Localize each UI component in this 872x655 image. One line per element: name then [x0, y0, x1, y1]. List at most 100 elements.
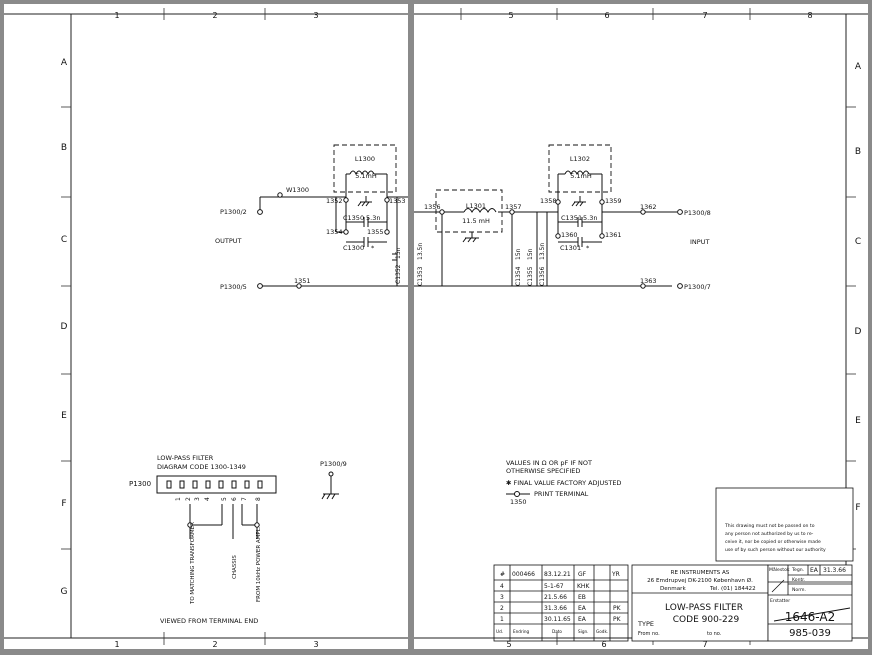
print-terminal: [640, 283, 646, 289]
wire-label: W1300: [286, 186, 309, 194]
capacitor-value: 5.3n: [583, 214, 597, 222]
right-drawing: 5 6 7 8 5 6 7 A B C D E F L1301 11.5 mH …: [414, 8, 868, 649]
connector-terminal: [257, 209, 263, 215]
row-label: G: [61, 587, 68, 597]
capacitor-ref: C1353: [417, 266, 424, 286]
print-terminal: [640, 209, 646, 215]
revision-initials: EB: [578, 594, 586, 601]
row-label: D: [855, 327, 862, 337]
print-terminal: [599, 233, 605, 239]
pin-number: 6: [231, 497, 238, 501]
column-label: 7: [702, 640, 707, 649]
revision-date: 83.12.21: [544, 571, 571, 578]
print-terminal: [384, 229, 390, 235]
column-label: 3: [313, 11, 318, 20]
type-code: CODE 900-229: [673, 615, 740, 625]
revision-initials: EA: [578, 605, 587, 612]
column-label: 5: [508, 11, 513, 20]
company-name: RE INSTRUMENTS AS: [671, 570, 730, 576]
star-mark: *: [371, 244, 375, 252]
node-label: 1351: [294, 277, 311, 285]
wiring: [259, 196, 408, 287]
wire-terminal: [277, 192, 283, 198]
column-label: 2: [212, 640, 217, 649]
drawing-title: LOW-PASS FILTER: [665, 603, 743, 613]
values-note: OTHERWISE SPECIFIED: [506, 467, 580, 475]
disclaimer-line: This drawing must not be passed on to: [724, 523, 815, 529]
ground-icon: [571, 196, 586, 207]
replaces-label: Erstatter: [770, 598, 790, 604]
view-note: VIEWED FROM TERMINAL END: [160, 617, 258, 625]
inductor-ref: L1301: [466, 202, 486, 210]
revision-initials: KHK: [577, 583, 590, 590]
ground-icon: [357, 196, 372, 207]
print-terminal: [599, 199, 605, 205]
values-note: VALUES IN Ω OR pF IF NOT: [506, 459, 592, 467]
pin-number: 7: [241, 497, 248, 501]
capacitor-ref: C1354: [515, 266, 522, 286]
node-label: 1356: [424, 203, 441, 211]
drawn-by: EA: [810, 567, 819, 574]
type-label: TYPE: [637, 620, 654, 628]
print-terminal-icon: [506, 491, 530, 497]
revision-date: 21.5.66: [544, 594, 567, 601]
row-label: F: [855, 503, 860, 513]
left-drawing: 1 2 3 1 2 3 A B C D E F G L1300 5.1mH: [4, 8, 408, 649]
print-terminal-ref: 1350: [510, 498, 527, 506]
connector-label: P1300/9: [320, 460, 347, 468]
node-label: 1360: [561, 231, 578, 239]
row-label: E: [855, 416, 861, 426]
capacitor-ref: C1356: [539, 266, 546, 286]
disclaimer-box: [715, 487, 854, 562]
pin-number: 1: [175, 497, 182, 501]
capacitor-ref: C1352: [395, 264, 402, 284]
drawn-date: 31.3.66: [823, 567, 846, 574]
connector-label: P1300/5: [220, 283, 247, 291]
capacitor-ref: C1355: [527, 266, 534, 286]
capacitor-ref: C1350: [343, 214, 364, 222]
norm-label: Norm.: [792, 587, 806, 593]
capacitor-value: 13.5n: [417, 243, 424, 260]
star-mark: *: [586, 244, 590, 252]
pin-number: 2: [185, 497, 192, 501]
inductor-value: 11.5 mH: [462, 217, 490, 225]
revision-header: Godk.: [596, 629, 608, 634]
capacitor-ref: C1300: [343, 244, 364, 252]
pin-annotation: CHASSIS: [232, 555, 238, 579]
connector-terminal: [677, 283, 683, 289]
pinout-wiring: [189, 504, 258, 539]
drawing-number: 1646-A2: [785, 610, 835, 624]
capacitor-value: 15n: [527, 248, 534, 260]
capacitor-value: 15n: [515, 248, 522, 260]
row-label: B: [61, 143, 67, 153]
revision-initials: EA: [578, 616, 587, 623]
revision-change: 000466: [512, 571, 535, 578]
revision-initials: GF: [578, 571, 587, 578]
ground-icon: [321, 471, 339, 500]
connector-pins: [166, 480, 263, 489]
node-label: 1353: [389, 197, 406, 205]
pin-number: 5: [221, 497, 228, 501]
ground-icon: [462, 232, 479, 243]
disclaimer-line: any person not authorized by us to re-: [725, 531, 814, 537]
capacitor-icon: [558, 217, 602, 247]
revision-table: [493, 564, 629, 642]
pinout-title: LOW-PASS FILTER: [157, 454, 214, 462]
capacitor-icon: [346, 217, 387, 247]
final-value-note: ✱ FINAL VALUE FACTORY ADJUSTED: [506, 479, 621, 487]
node-label: 1357: [505, 203, 522, 211]
node-label: 1362: [640, 203, 657, 211]
disclaimer-line: use of by such person without our author…: [725, 547, 826, 553]
capacitor-ref: C1351: [561, 214, 582, 222]
row-label: A: [855, 62, 862, 72]
company-phone: Tel. (01) 184422: [709, 586, 756, 592]
pinout-subtitle: DIAGRAM CODE 1300-1349: [157, 463, 246, 471]
disclaimer-line: ceive it, nor be copied or otherwise mad…: [725, 539, 821, 545]
connector-label: P1300/2: [220, 208, 247, 216]
inductor-ref: L1302: [570, 155, 590, 163]
company-country: Denmark: [660, 586, 686, 592]
capacitor-value: 13.5n: [539, 243, 546, 260]
inductor-value: 5.1mH: [570, 172, 592, 180]
output-label: OUTPUT: [215, 237, 242, 245]
column-label: 1: [114, 11, 119, 20]
